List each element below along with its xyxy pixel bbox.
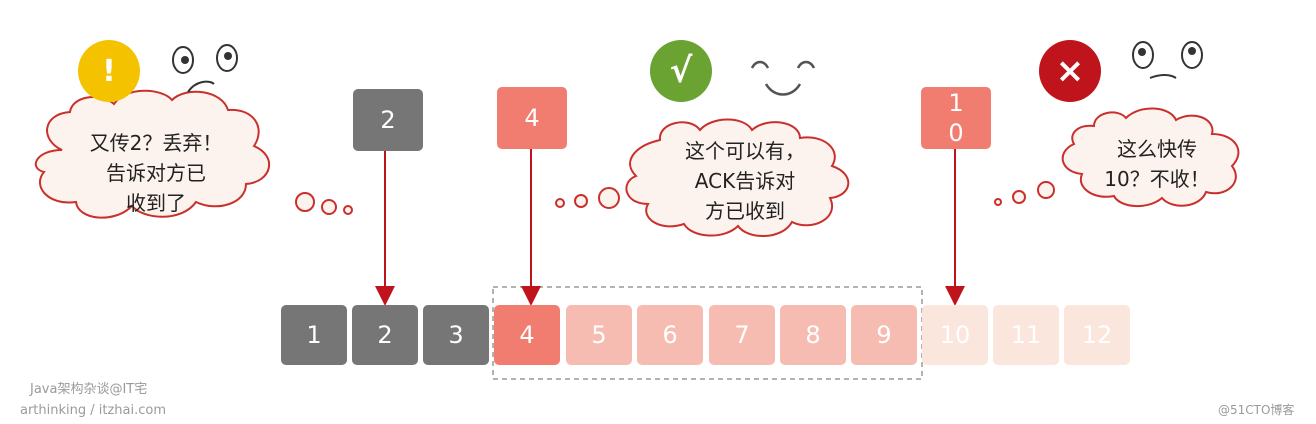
watermark-51cto: @51CTO博客 [1218,403,1295,417]
seq-number: 12 [1081,321,1113,349]
seq-cell-2: 2 [352,305,418,365]
incoming-segment-4: 4 [497,87,567,149]
seq-cell-6: 6 [637,305,703,365]
watermark-author: Java架构杂谈@IT宅 [30,382,148,397]
seq-cell-10: 10 [922,305,988,365]
incoming-segment-10: 1 0 [921,87,991,149]
seq-number: 2 [377,321,393,349]
cloud-line: 告诉对方已 [106,161,206,185]
incoming-segment-label-line1: 1 [948,89,964,117]
cloud-line: ACK告诉对 [694,169,796,193]
check-symbol: √ [669,51,693,91]
seq-number: 10 [939,321,971,349]
doubtful-face-icon [172,44,238,93]
cross-icon: × [1039,40,1101,102]
unhappy-face-icon [1132,41,1203,79]
thought-cloud-left [34,89,353,219]
seq-cell-5: 5 [566,305,632,365]
incoming-segment-label: 2 [380,106,396,134]
seq-cell-7: 7 [709,305,775,365]
check-icon: √ [650,40,712,102]
seq-cell-11: 11 [993,305,1059,365]
warning-symbol: ! [102,53,116,89]
seq-number: 4 [519,321,535,349]
cloud-line: 又传2？丢弃！ [89,131,223,155]
cloud-line: 方已收到 [705,199,785,223]
cloud-line: 这个可以有， [685,139,805,163]
seq-cell-4: 4 [494,305,560,365]
seq-number: 8 [805,321,821,349]
incoming-segment-2: 2 [353,89,423,151]
seq-number: 7 [734,321,750,349]
cloud-line: 10？不收！ [1104,167,1210,191]
cloud-text-left: 又传2？丢弃！ 告诉对方已 收到了 [66,128,246,218]
seq-cell-8: 8 [780,305,846,365]
thought-cloud-right [994,107,1240,207]
seq-cell-1: 1 [281,305,347,365]
seq-number: 9 [876,321,892,349]
seq-cell-12: 12 [1064,305,1130,365]
cloud-line: 收到了 [126,191,186,215]
seq-number: 11 [1010,321,1042,349]
cloud-text-right: 这么快传 10？不收！ [1082,134,1232,194]
warning-icon: ! [78,40,140,102]
incoming-segment-label: 4 [524,104,540,132]
seq-cell-3: 3 [423,305,489,365]
seq-number: 3 [448,321,464,349]
incoming-segment-label-line2: 0 [948,119,964,147]
smiling-face-icon [750,60,816,96]
watermark-site: arthinking / itzhai.com [20,403,167,418]
cross-symbol: × [1055,51,1085,91]
cloud-line: 这么快传 [1117,137,1197,161]
seq-number: 5 [591,321,607,349]
seq-cell-9: 9 [851,305,917,365]
seq-number: 1 [306,321,322,349]
thought-cloud-middle [555,118,850,238]
seq-number: 6 [662,321,678,349]
cloud-text-middle: 这个可以有， ACK告诉对 方已收到 [660,136,830,226]
